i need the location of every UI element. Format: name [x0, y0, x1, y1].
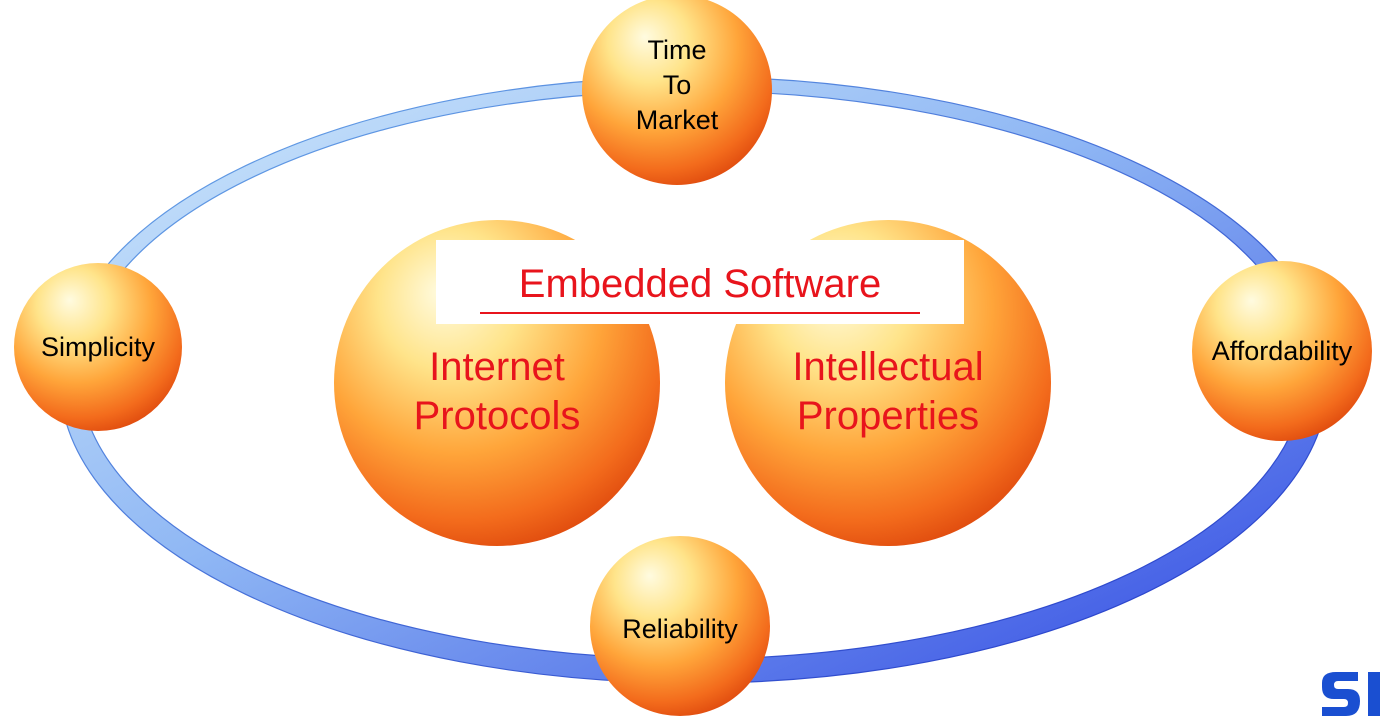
reliability-label: Reliability — [600, 613, 760, 647]
intellectual-properties-label: Intellectual Properties — [758, 343, 1018, 441]
time-to-market-line-1: Time — [647, 35, 707, 65]
title-underline — [480, 312, 920, 314]
company-logo — [1322, 672, 1380, 716]
time-to-market-sphere — [582, 0, 772, 185]
affordability-label: Affordability — [1184, 335, 1380, 369]
simplicity-line-1: Simplicity — [40, 332, 155, 362]
internet-protocols-line-1: Internet — [429, 345, 565, 389]
simplicity-sphere — [14, 263, 182, 431]
internet-protocols-label: Internet Protocols — [377, 343, 617, 441]
intellectual-properties-line-2: Properties — [796, 393, 980, 438]
internet-protocols-line-2: Protocols — [413, 393, 581, 438]
reliability-line-1: Reliability — [622, 614, 738, 644]
affordability-sphere — [1192, 261, 1372, 441]
time-to-market-line-2: To — [662, 70, 692, 101]
title-backdrop: Embedded Software — [436, 240, 964, 324]
intellectual-properties-line-1: Intellectual — [792, 345, 984, 389]
diagram-title: Embedded Software — [518, 262, 882, 306]
reliability-sphere — [590, 536, 770, 716]
time-to-market-line-3: Market — [635, 105, 719, 136]
affordability-line-1: Affordability — [1211, 336, 1353, 366]
time-to-market-label: Time To Market — [597, 33, 757, 138]
simplicity-label: Simplicity — [18, 331, 178, 365]
